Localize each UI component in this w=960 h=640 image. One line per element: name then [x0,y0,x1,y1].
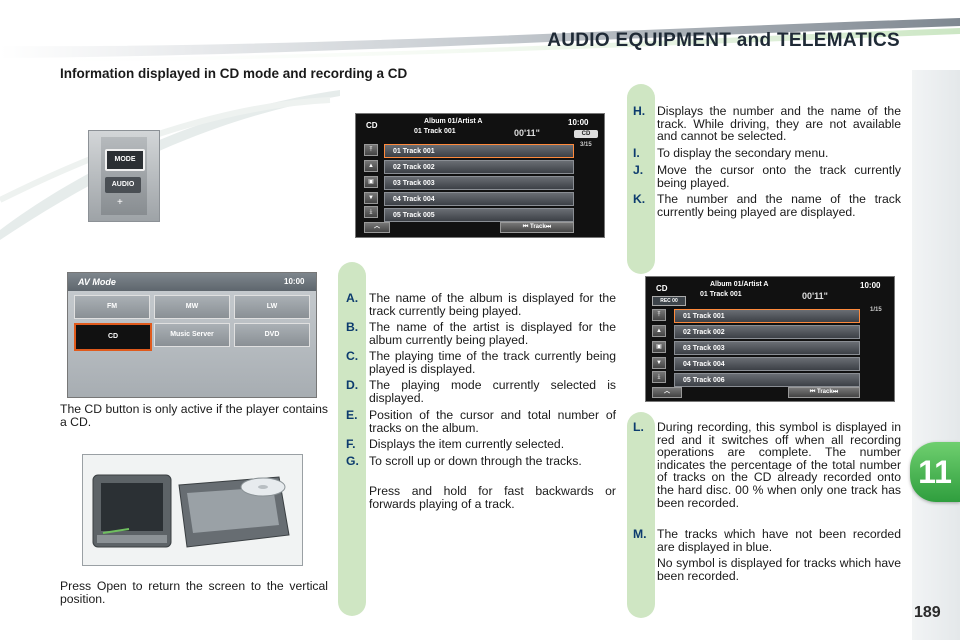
track-item[interactable]: 03 Track 003 [384,176,574,190]
item-d: D. The playing mode currently selected i… [346,378,616,405]
back-button[interactable]: ︿ [652,387,682,398]
lw-button[interactable]: LW [234,295,310,319]
av-clock: 10:00 [284,277,305,286]
item-a: A. The name of the album is displayed fo… [346,291,616,318]
track-skip-button[interactable]: ⏮ Track⏭ [788,387,860,398]
rec-track-list: 01 Track 001 02 Track 002 03 Track 003 0… [674,309,860,389]
track-item[interactable]: 05 Track 006 [674,373,860,387]
track-item[interactable]: 03 Track 003 [674,341,860,355]
item-m: M. The tracks which have not been record… [633,527,901,554]
plus-icon: + [117,197,123,208]
track-item[interactable]: 04 Track 004 [674,357,860,371]
rec-clock: 10:00 [860,281,881,290]
side-band [912,70,960,640]
item-b: B. The name of the artist is displayed f… [346,320,616,347]
scroll-top-button[interactable]: ⤒ [652,309,666,321]
item-g: G. To scroll up or down through the trac… [346,454,582,468]
menu-button[interactable]: ▣ [652,341,666,353]
rec-counter: 1/15 [870,307,882,313]
av-title: AV Mode [78,277,116,287]
item-g-extra: Press and hold for fast backwards or for… [369,484,616,511]
track-item[interactable]: 04 Track 004 [384,192,574,206]
item-h: H. Displays the number and the name of t… [633,104,901,144]
track-item[interactable]: 01 Track 001 [384,144,574,158]
cd-mode-label: CD [366,121,378,130]
cd-button[interactable]: CD [74,323,152,351]
item-c: C. The playing time of the track current… [346,349,616,376]
scroll-up-button[interactable]: ▲ [652,325,666,337]
rec-album: Album 01/Artist A [710,281,769,288]
chapter-tab: 11 [910,442,960,502]
av-mode-screen: AV Mode 10:00 FM MW LW CD Music Server D… [67,272,317,398]
dvd-button[interactable]: DVD [234,323,310,347]
scroll-down-button[interactable]: ▼ [652,357,666,369]
head-unit-illustration [82,454,303,566]
mode-button[interactable]: MODE [105,149,145,171]
rec-track-title: 01 Track 001 [700,291,742,298]
audio-button[interactable]: AUDIO [105,177,141,193]
cd-album: Album 01/Artist A [424,118,483,125]
rec-mode-label: CD [656,284,668,293]
item-i: I. To display the secondary menu. [633,146,829,160]
page-number: 189 [914,604,941,621]
back-button[interactable]: ︿ [364,222,390,233]
cd-track-list: 01 Track 001 02 Track 002 03 Track 003 0… [384,144,574,224]
rec-badge: REC 00 [652,296,686,306]
header-swoosh [0,18,960,62]
scroll-top-button[interactable]: ⤒ [364,144,378,156]
cd-screen: CD Album 01/Artist A 01 Track 001 10:00 … [355,113,605,238]
rec-time: 00'11" [802,291,828,301]
item-f: F. Displays the item currently selected. [346,437,565,451]
item-j: J. Move the cursor onto the track curren… [633,163,901,190]
menu-button[interactable]: ▣ [364,176,378,188]
cd-time: 00'11" [514,128,540,138]
cd-badge: CD [574,130,598,138]
background-swoosh [0,90,340,240]
scroll-bottom-button[interactable]: ⤓ [364,206,378,218]
track-item[interactable]: 02 Track 002 [674,325,860,339]
cd-track-title: 01 Track 001 [414,128,456,135]
item-m-extra: No symbol is displayed for tracks which … [657,556,901,583]
scroll-bottom-button[interactable]: ⤓ [652,371,666,383]
head-unit-drawing [92,474,290,548]
scroll-down-button[interactable]: ▼ [364,192,378,204]
track-item[interactable]: 05 Track 005 [384,208,574,222]
item-k: K. The number and the name of the track … [633,192,901,219]
mw-button[interactable]: MW [154,295,230,319]
open-note: Press Open to return the screen to the v… [60,579,328,606]
cd-note: The CD button is only active if the play… [60,402,328,429]
mode-panel: MODE AUDIO + [88,130,160,222]
item-l: L. During recording, this symbol is disp… [633,420,901,510]
fm-button[interactable]: FM [74,295,150,319]
cd-counter: 3/15 [580,142,592,148]
right-capsule-top [627,84,655,274]
track-item[interactable]: 01 Track 001 [674,309,860,323]
track-skip-button[interactable]: ⏮ Track⏭ [500,222,574,233]
track-item[interactable]: 02 Track 002 [384,160,574,174]
cd-clock: 10:00 [568,118,589,127]
right-capsule-bottom [627,412,655,618]
music-server-button[interactable]: Music Server [154,323,230,347]
middle-capsule [338,262,366,616]
page-title: AUDIO EQUIPMENT and TELEMATICS [547,30,900,51]
section-heading: Information displayed in CD mode and rec… [60,66,408,81]
recording-screen: CD Album 01/Artist A 01 Track 001 10:00 … [645,276,895,402]
scroll-up-button[interactable]: ▲ [364,160,378,172]
item-e: E. Position of the cursor and total numb… [346,408,616,435]
